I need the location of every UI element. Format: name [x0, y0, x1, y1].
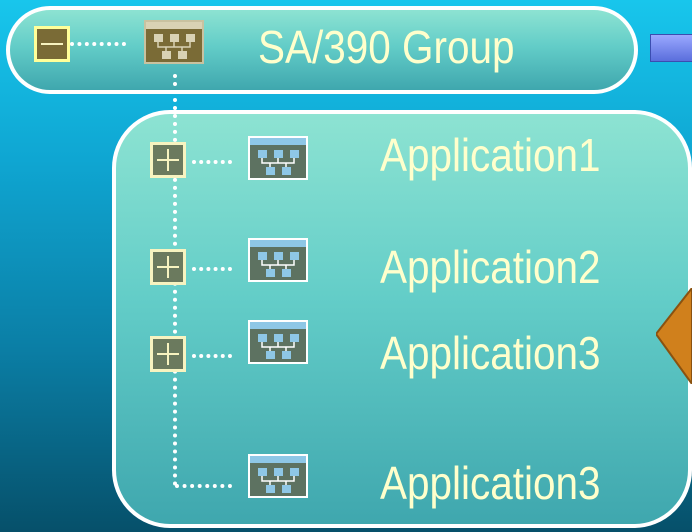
- tree-connector-app3: [192, 354, 232, 358]
- application-label[interactable]: Application3: [380, 327, 601, 379]
- network-tree-icon: [248, 454, 308, 498]
- tree-connector-group: [70, 42, 126, 46]
- connector-block-shape: [650, 34, 692, 62]
- expand-application1-button[interactable]: [150, 142, 186, 178]
- network-tree-icon: [248, 320, 308, 364]
- collapse-group-button[interactable]: [34, 26, 70, 62]
- arrow-pointer-shape: [656, 288, 692, 384]
- expand-application3-button[interactable]: [150, 336, 186, 372]
- application-label[interactable]: Application1: [380, 129, 601, 181]
- application-label[interactable]: Application2: [380, 241, 601, 293]
- application-label[interactable]: Application3: [380, 457, 601, 509]
- tree-connector-app4: [175, 484, 232, 488]
- applications-panel: [112, 110, 692, 528]
- network-tree-icon: [248, 238, 308, 282]
- network-tree-icon: [144, 20, 204, 64]
- group-label[interactable]: SA/390 Group: [258, 21, 515, 73]
- expand-application2-button[interactable]: [150, 249, 186, 285]
- group-node-panel: [6, 6, 638, 94]
- network-tree-icon: [248, 136, 308, 180]
- tree-connector-app1: [192, 160, 232, 164]
- minus-box-icon: [41, 43, 63, 45]
- tree-connector-app2: [192, 267, 232, 271]
